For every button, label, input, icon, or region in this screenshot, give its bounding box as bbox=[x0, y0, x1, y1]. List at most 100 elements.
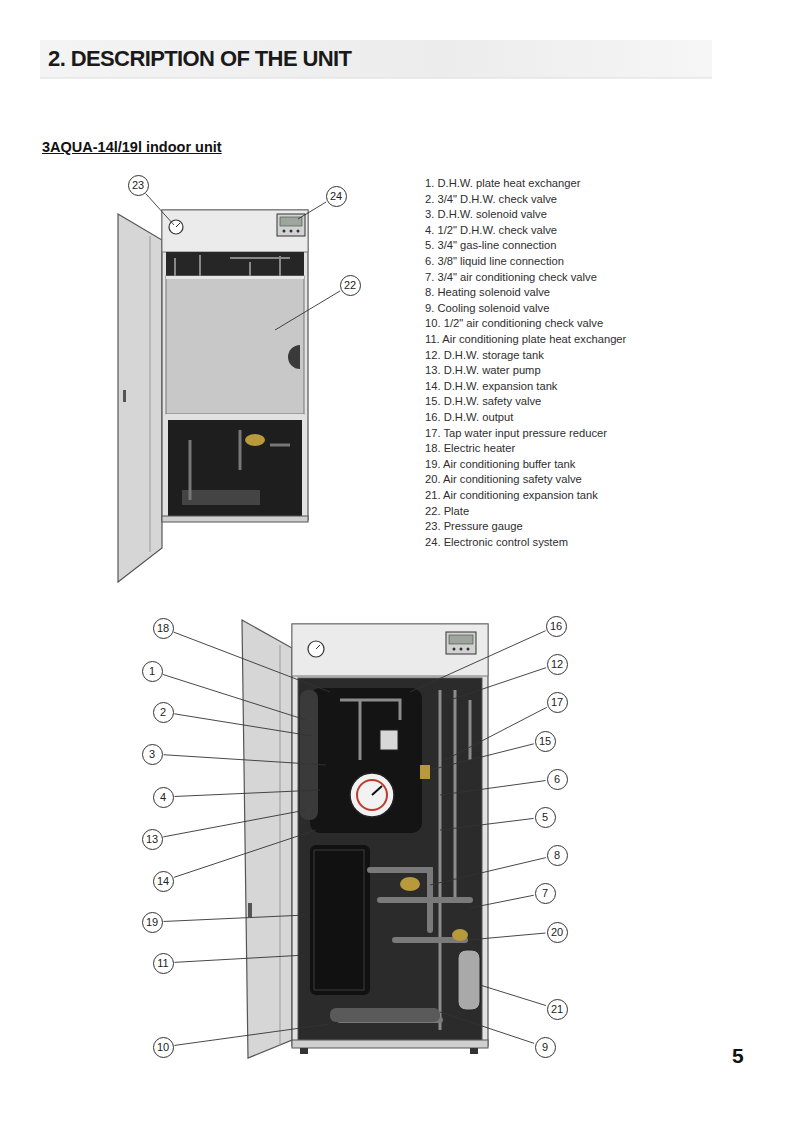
title-band bbox=[40, 40, 712, 78]
section-title: 2. DESCRIPTION OF THE UNIT bbox=[48, 46, 351, 72]
callout-number: 3 bbox=[149, 749, 155, 760]
leader-line bbox=[450, 668, 546, 700]
part-list-item: 20. Air conditioning safety valve bbox=[425, 473, 582, 485]
part-list-item: 12. D.H.W. storage tank bbox=[425, 349, 544, 361]
part-list-item: 15. D.H.W. safety valve bbox=[425, 395, 541, 407]
leader-line bbox=[440, 818, 534, 830]
callout-circle: 24 bbox=[326, 186, 347, 207]
callout-number: 24 bbox=[330, 191, 342, 202]
callout-number: 9 bbox=[542, 1042, 548, 1053]
part-list-item: 16. D.H.W. output bbox=[425, 411, 513, 423]
callout-number: 6 bbox=[554, 774, 560, 785]
callout-number: 4 bbox=[160, 792, 166, 803]
leader-line bbox=[174, 632, 330, 692]
leader-line bbox=[410, 631, 546, 692]
leader-line bbox=[470, 895, 534, 908]
callout-number: 22 bbox=[344, 280, 356, 291]
leader-line bbox=[163, 810, 306, 837]
part-list-item: 10. 1/2" air conditioning check valve bbox=[425, 317, 603, 329]
part-list-item: 3. D.H.W. solenoid valve bbox=[425, 208, 547, 220]
leader-line bbox=[430, 744, 534, 770]
callout-number: 5 bbox=[542, 812, 548, 823]
part-list-item: 8. Heating solenoid valve bbox=[425, 286, 550, 298]
part-list-item: 24. Electronic control system bbox=[425, 536, 568, 548]
callout-number: 13 bbox=[146, 834, 158, 845]
callout-circle: 3 bbox=[142, 744, 163, 765]
part-list-item: 4. 1/2" D.H.W. check valve bbox=[425, 224, 557, 236]
callout-number: 1 bbox=[149, 666, 155, 677]
leader-line bbox=[174, 955, 306, 962]
leader-line bbox=[174, 1024, 330, 1045]
callout-number: 16 bbox=[550, 621, 562, 632]
part-list-item: 14. D.H.W. expansion tank bbox=[425, 380, 557, 392]
leader-line bbox=[440, 1012, 534, 1043]
callout-circle: 11 bbox=[153, 953, 174, 974]
callout-number: 15 bbox=[539, 736, 551, 747]
callout-number: 2 bbox=[160, 707, 166, 718]
callout-number: 7 bbox=[542, 888, 548, 899]
part-list-item: 1. D.H.W. plate heat exchanger bbox=[425, 177, 580, 189]
part-list-item: 13. D.H.W. water pump bbox=[425, 364, 541, 376]
part-list-item: 22. Plate bbox=[425, 505, 469, 517]
leader-line bbox=[275, 291, 340, 330]
callout-number: 21 bbox=[551, 1004, 563, 1015]
part-list-item: 9. Cooling solenoid valve bbox=[425, 302, 549, 314]
callout-circle: 21 bbox=[547, 999, 568, 1020]
callout-number: 12 bbox=[551, 659, 563, 670]
callout-circle: 14 bbox=[153, 871, 174, 892]
leader-line bbox=[146, 194, 174, 225]
part-list-item: 5. 3/4" gas-line connection bbox=[425, 239, 556, 251]
leader-line bbox=[174, 830, 316, 877]
callout-circle: 23 bbox=[128, 175, 149, 196]
callout-circle: 20 bbox=[547, 922, 568, 943]
callout-circle: 10 bbox=[153, 1037, 174, 1058]
callout-circle: 13 bbox=[142, 829, 163, 850]
callout-number: 17 bbox=[551, 697, 563, 708]
callout-number: 14 bbox=[157, 876, 169, 887]
callout-circle: 16 bbox=[546, 616, 567, 637]
leader-line bbox=[430, 858, 546, 885]
leader-line bbox=[174, 790, 320, 796]
part-list-item: 7. 3/4" air conditioning check valve bbox=[425, 271, 597, 283]
page-number: 5 bbox=[732, 1044, 744, 1068]
callout-circle: 15 bbox=[535, 731, 556, 752]
leader-line bbox=[174, 714, 312, 736]
leader-line bbox=[163, 915, 306, 921]
callout-circle: 7 bbox=[535, 883, 556, 904]
callout-number: 20 bbox=[551, 927, 563, 938]
part-list-item: 11. Air conditioning plate heat exchange… bbox=[425, 333, 626, 345]
part-list-item: 6. 3/8" liquid line connection bbox=[425, 255, 564, 267]
callout-circle: 8 bbox=[547, 845, 568, 866]
leader-line bbox=[468, 933, 546, 940]
model-subtitle: 3AQUA-14l/19l indoor unit bbox=[42, 139, 222, 155]
leader-line bbox=[298, 202, 326, 219]
unit-photo-open bbox=[242, 620, 488, 1058]
leader-line bbox=[480, 985, 546, 1006]
leader-line bbox=[163, 674, 306, 720]
part-list-item: 2. 3/4" D.H.W. check valve bbox=[425, 193, 557, 205]
leader-line bbox=[440, 781, 546, 795]
unit-photo-closed bbox=[118, 210, 308, 582]
callout-circle: 6 bbox=[547, 769, 568, 790]
part-list-item: 23. Pressure gauge bbox=[425, 520, 523, 532]
callout-number: 18 bbox=[157, 623, 169, 634]
callout-number: 19 bbox=[146, 917, 158, 928]
callout-number: 8 bbox=[554, 850, 560, 861]
callout-circle: 2 bbox=[153, 702, 174, 723]
part-list-item: 17. Tap water input pressure reducer bbox=[425, 427, 607, 439]
leader-line bbox=[163, 755, 326, 765]
callout-number: 11 bbox=[157, 958, 168, 969]
callout-circle: 18 bbox=[153, 618, 174, 639]
leader-line bbox=[445, 707, 547, 760]
callout-circle: 4 bbox=[153, 787, 174, 808]
callout-circle: 9 bbox=[535, 1037, 556, 1058]
callout-number: 23 bbox=[132, 180, 144, 191]
callout-circle: 17 bbox=[547, 692, 568, 713]
callout-circle: 22 bbox=[340, 275, 361, 296]
callout-number: 10 bbox=[157, 1042, 169, 1053]
callout-circle: 5 bbox=[535, 807, 556, 828]
callout-circle: 1 bbox=[142, 661, 163, 682]
part-list-item: 21. Air conditioning expansion tank bbox=[425, 489, 598, 501]
